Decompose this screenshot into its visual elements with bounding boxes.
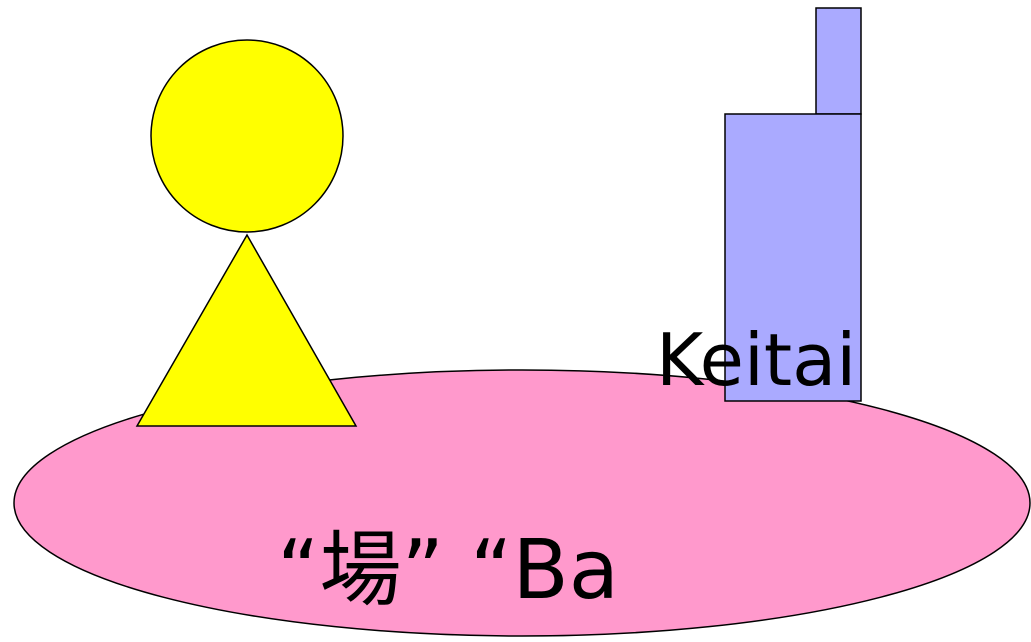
phone-antenna (815, 7, 862, 115)
phone-body (724, 113, 862, 402)
ba-ellipse (13, 369, 1031, 637)
keitai-label: Keitai (656, 318, 856, 402)
ba-label: “場” “Ba (277, 523, 619, 618)
person-body-triangle (135, 233, 358, 427)
person-head-circle (150, 39, 344, 233)
